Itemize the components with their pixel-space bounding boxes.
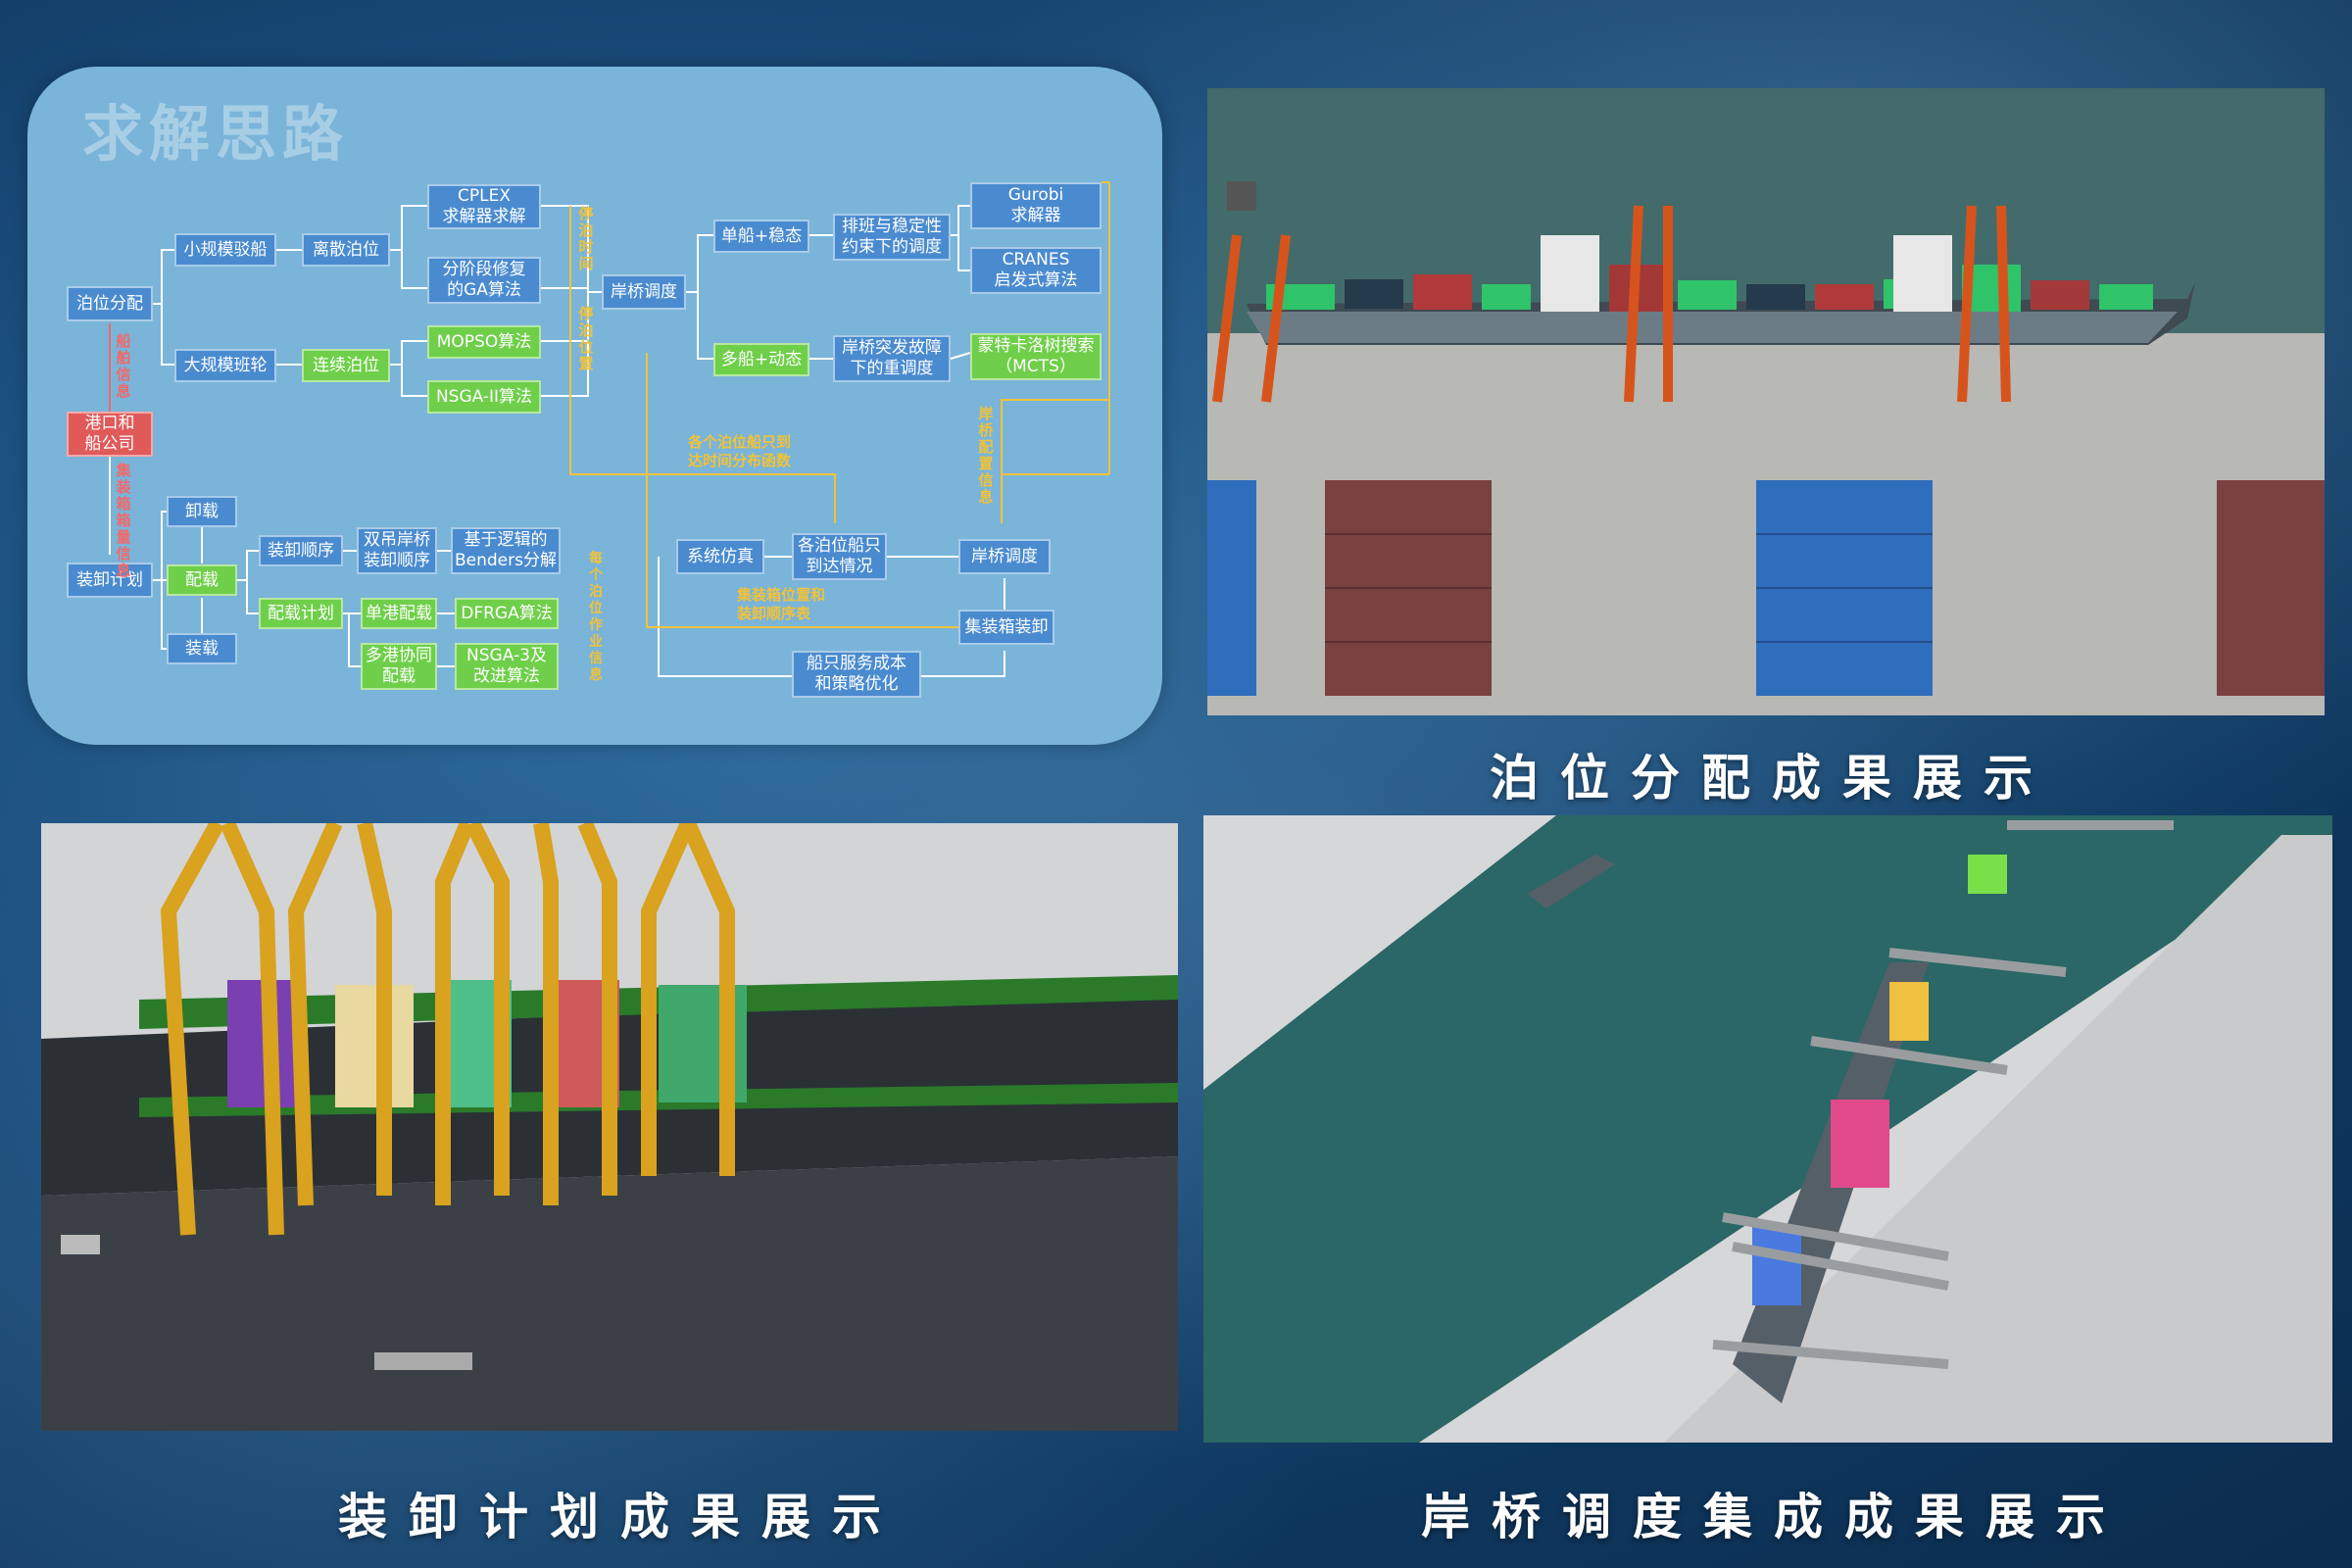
caption-loading-plan: 装卸计划成果展示 [338,1488,903,1545]
label-crane-config: 岸 桥 配 置 信 息 [978,405,994,506]
node-stowage: 配载 [167,564,237,596]
node-nsga3: NSGA-3及 改进算法 [455,643,559,690]
node-loading-plan: 装卸计划 [67,563,153,598]
ship-containers [1266,235,2153,312]
label-slot-order: 集装箱位置和 装卸顺序表 [737,586,826,622]
node-crane-scheduling-top: 岸桥调度 [602,274,686,310]
node-gurobi: Gurobi 求解器 [970,182,1102,229]
node-handling-order: 装卸顺序 [259,535,343,566]
node-benders: 基于逻辑的 Benders分解 [451,527,561,574]
node-single-ship-static: 单船+稳态 [713,220,809,253]
panel-title: 求解思路 [82,98,350,170]
node-dfrga: DFRGA算法 [455,598,559,629]
node-container-handling: 集装箱装卸 [958,610,1054,645]
node-mcts: 蒙特卡洛树搜索 （MCTS） [970,333,1102,380]
node-discrete-berth: 离散泊位 [302,233,390,267]
node-ga: 分阶段修复 的GA算法 [427,257,541,304]
node-crane-scheduling-bottom: 岸桥调度 [958,539,1051,574]
node-double-crane: 双吊岸桥 装卸顺序 [357,527,437,574]
node-shift-stability: 排班与稳定性 约束下的调度 [833,214,951,261]
loading-plan-scene [41,823,1178,1431]
crane-scheduling-scene [1203,815,2332,1443]
node-small-feeder: 小规模驳船 [174,233,276,267]
crane-beams [1712,820,2174,1369]
node-continuous-berth: 连续泊位 [302,349,390,382]
label-per-berth-work: 每 个 泊 位 作 业 信 息 [589,551,603,683]
node-arrival-status: 各泊位船只 到达情况 [792,533,887,580]
quay-cranes [1212,205,2011,403]
node-multi-ship-dynamic: 多船+动态 [713,343,809,376]
node-large-liner: 大规模班轮 [174,349,276,382]
caption-crane-scheduling: 岸桥调度集成成果展示 [1421,1488,2127,1545]
node-cplex: CPLEX 求解器求解 [427,184,541,229]
label-arrival-distribution: 各个泊位船只到 达时间分布函数 [688,433,792,469]
node-berth-allocation: 泊位分配 [67,286,153,321]
node-stowage-plan: 配载计划 [259,598,343,629]
node-unload: 卸载 [167,496,237,527]
node-fault-reschedule: 岸桥突发故障 下的重调度 [833,335,951,382]
node-mopso: MOPSO算法 [427,325,541,359]
caption-berth-allocation: 泊位分配成果展示 [1490,749,2054,807]
node-nsga2: NSGA-II算法 [427,380,541,414]
node-cost-optimization: 船只服务成本 和策略优化 [792,651,921,698]
label-berth-time: 停 泊 时 间 [578,205,594,272]
node-cranes-heuristic: CRANES 启发式算法 [970,247,1102,294]
berth-allocation-scene [1207,88,2325,715]
node-multi-port: 多港协同 配载 [361,643,437,690]
node-single-port: 单港配载 [361,598,437,629]
label-berth-position: 停 泊 位 置 [578,305,594,372]
node-load: 装载 [167,633,237,664]
gantry-cranes [160,823,735,1236]
node-system-simulation: 系统仿真 [676,539,764,574]
node-port-company: 港口和 船公司 [67,412,153,457]
ship-cargo [1752,855,2007,1305]
label-ship-info: 船 舶 信 息 [116,332,131,400]
label-container-info: 集 装 箱 箱 量 信 息 [116,462,131,579]
